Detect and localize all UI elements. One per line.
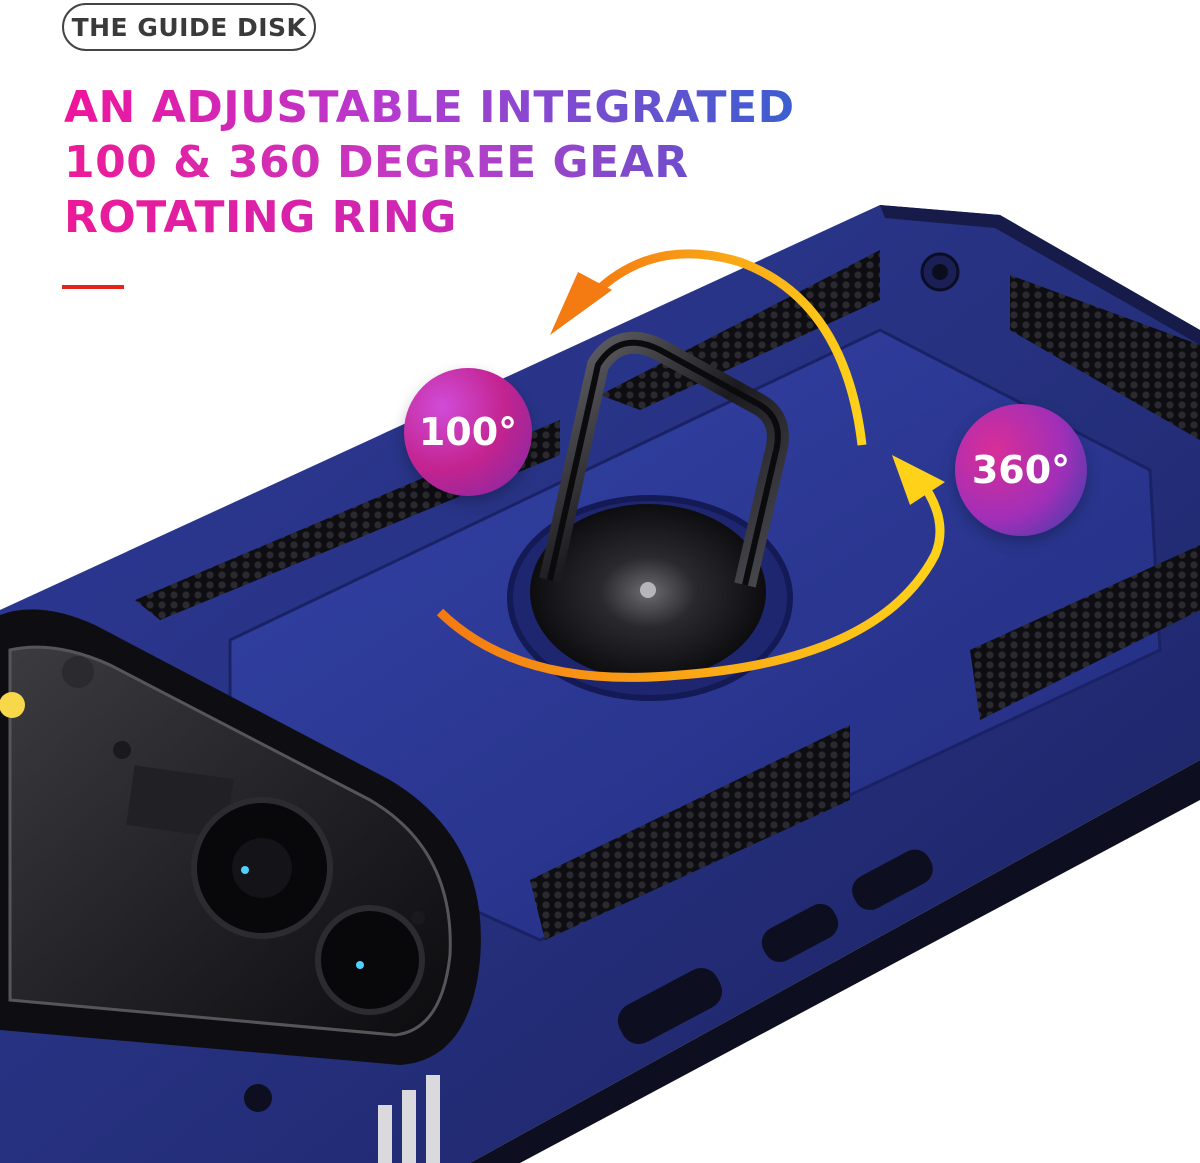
grip-strip: [1010, 275, 1200, 440]
badge-360-degree: 360°: [955, 404, 1087, 536]
headline-line-3: ROTATING RING: [64, 190, 795, 245]
guide-disk-badge: THE GUIDE DISK: [62, 3, 316, 51]
grip-strip: [970, 545, 1200, 720]
grip-strip: [530, 725, 850, 940]
accent-divider: [62, 285, 124, 289]
headline-line-1: AN ADJUSTABLE INTEGRATED: [64, 82, 795, 133]
headline-line-2: 100 & 360 DEGREE GEAR: [64, 135, 795, 190]
camera-lens-icon: [0, 609, 481, 1065]
badge-100-degree: 100°: [404, 368, 532, 496]
ring-holder-icon: [507, 331, 793, 701]
grip-strip: [600, 250, 880, 410]
headline: AN ADJUSTABLE INTEGRATED 100 & 360 DEGRE…: [64, 80, 795, 245]
rotate-arrow-icon: [436, 249, 945, 682]
